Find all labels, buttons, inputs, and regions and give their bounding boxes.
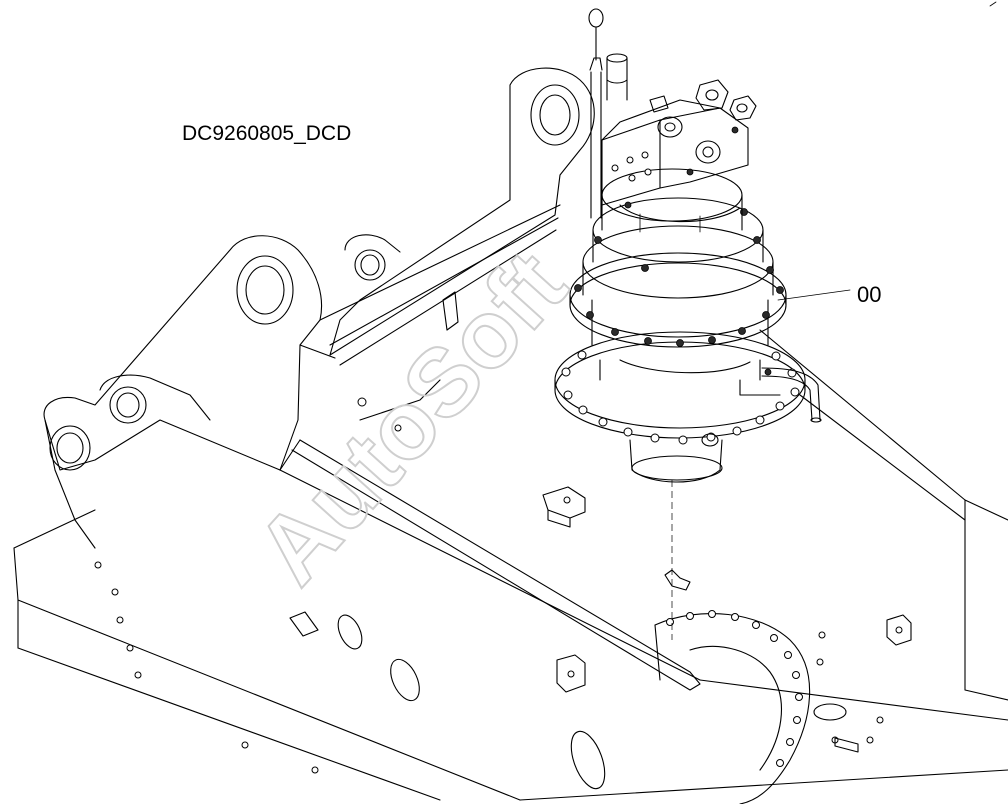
clip-b [556,654,586,693]
ring-bolt-holes [666,610,803,767]
flange-bolt-holes [561,350,800,445]
bolt-small [664,569,691,591]
hydraulic-motor [601,79,757,233]
drawing-code-label: DC9260805_DCD [182,122,351,145]
callout-number: 00 [857,282,881,307]
corner-mark [989,1,997,7]
drain-hose [761,367,822,423]
base-frame [13,329,1008,801]
dipstick [588,8,604,219]
leader-line [777,289,851,301]
clip-a [542,486,586,528]
valve-fittings [624,79,757,209]
callout-00: 00 [777,282,881,307]
breather-tube [606,53,628,101]
gearbox-housing [554,299,806,483]
stage-bolts [574,208,784,347]
swing-bearing-ring [654,610,811,804]
clip-c [886,614,912,646]
mounting-clips [542,486,912,693]
swing-motor-assembly [554,8,822,483]
watermark-text: AutoSoft [236,231,587,604]
boom-mount-brackets [43,67,595,549]
reduction-stage [569,197,787,348]
